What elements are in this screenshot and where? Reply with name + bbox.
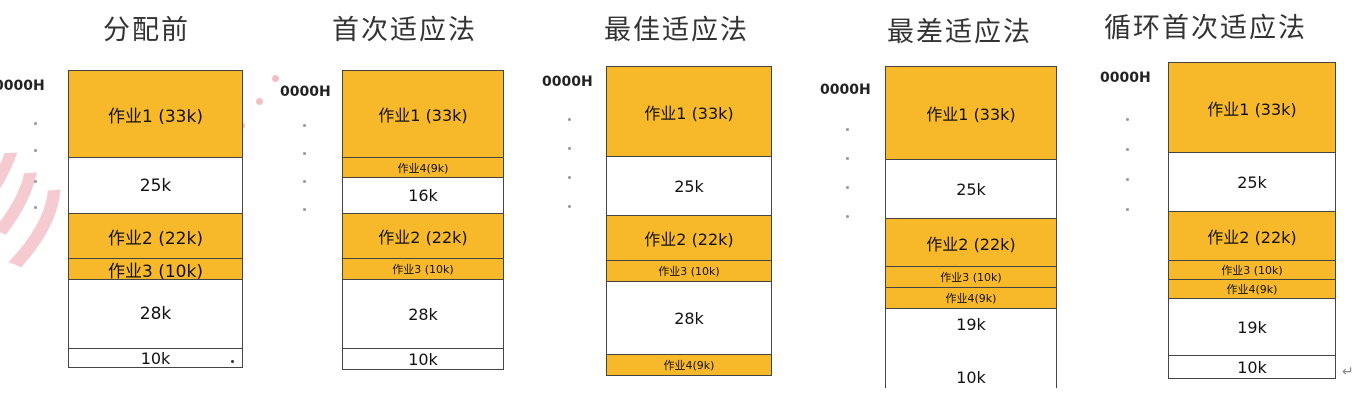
panel-next-fit: 循环首次适应法 0000H 作业1 (33k) 25k 作业2 (22k) 作业… [1090,0,1362,403]
memory-block-free: 28k [342,279,504,349]
memory-block-free: 25k [68,157,243,214]
memory-column: 作业1 (33k) 25k 作业2 (22k) 作业3 (10k) 28k 作业… [606,66,772,378]
memory-block-job: 作业2 (22k) [1168,211,1336,261]
panel-worst-fit: 最差适应法 0000H 作业1 (33k) 25k 作业2 (22k) 作业3 … [815,0,1075,403]
start-address-label: 0000H [280,84,331,100]
memory-block-job: 作业2 (22k) [68,213,243,259]
ellipsis-dot [1126,148,1129,151]
memory-block-free: 10k [885,366,1057,388]
memory-block-job: 作业2 (22k) [342,213,504,259]
memory-block-free: 10k [342,348,504,370]
ellipsis-dot [846,128,849,131]
memory-block-job: 作业3 (10k) [1168,260,1336,280]
memory-block-job: 作业4(9k) [342,157,504,178]
memory-block-job: 作业4(9k) [885,287,1057,309]
ellipsis-dot [1126,178,1129,181]
memory-block-job: 作业1 (33k) [885,66,1057,160]
panel-title: 首次适应法 [332,15,477,46]
memory-block-job: 作业1 (33k) [68,70,243,158]
memory-block-job: 作业2 (22k) [606,215,772,261]
memory-column: 作业1 (33k) 25k 作业2 (22k) 作业3 (10k) 作业4(9k… [1168,62,1336,380]
panel-title: 分配前 [103,15,190,46]
memory-block-free: 19k [1168,298,1336,356]
start-address-label: 0000H [0,78,45,94]
ellipsis-dot [303,180,306,183]
ellipsis-dot [34,206,37,209]
ellipsis-dot [1126,208,1129,211]
watermark-dot [272,75,279,82]
ellipsis-dot [568,118,571,121]
memory-block-job: 作业3 (10k) [342,258,504,280]
panel-before-allocation: 分配前 0000H 作业1 (33k) 25k 作业2 (22k) 作业3 (1… [0,0,260,403]
memory-block-free: 19k [885,308,1057,366]
memory-column: 作业1 (33k) 作业4(9k) 16k 作业2 (22k) 作业3 (10k… [342,70,504,372]
memory-block-job: 作业4(9k) [606,354,772,376]
ellipsis-dot [34,149,37,152]
panel-first-fit: 首次适应法 0000H 作业1 (33k) 作业4(9k) 16k 作业2 (2… [270,0,520,403]
memory-block-job: 作业1 (33k) [1168,62,1336,153]
memory-block-job: 作业3 (10k) [606,260,772,282]
start-address-label: 0000H [820,82,871,98]
return-arrow-icon: ↵ [1342,364,1354,380]
memory-block-free: 25k [885,159,1057,219]
memory-block-free: 16k [342,177,504,214]
ellipsis-dot [846,186,849,189]
ellipsis-dot [34,122,37,125]
memory-block-free: 25k [606,156,772,216]
ellipsis-dot [34,180,37,183]
ellipsis-dot [568,176,571,179]
panel-best-fit: 最佳适应法 0000H 作业1 (33k) 25k 作业2 (22k) 作业3 … [540,0,800,403]
watermark-dot [256,98,263,105]
memory-block-free: 25k [1168,152,1336,212]
panel-title: 最佳适应法 [604,15,749,46]
memory-column: 作业1 (33k) 25k 作业2 (22k) 作业3 (10k) 作业4(9k… [885,66,1057,368]
memory-column: 作业1 (33k) 25k 作业2 (22k) 作业3 (10k) 28k 10… [68,70,243,370]
memory-block-job: 作业4(9k) [1168,279,1336,299]
marker-dot [231,360,234,363]
ellipsis-dot [303,208,306,211]
panel-title: 循环首次适应法 [1104,13,1307,44]
memory-block-job: 作业1 (33k) [342,70,504,158]
memory-block-job: 作业3 (10k) [68,258,243,280]
memory-block-free: 28k [68,279,243,349]
ellipsis-dot [568,147,571,150]
memory-block-free: 28k [606,281,772,355]
ellipsis-dot [1126,118,1129,121]
ellipsis-dot [303,124,306,127]
ellipsis-dot [846,157,849,160]
start-address-label: 0000H [542,74,593,90]
ellipsis-dot [846,215,849,218]
ellipsis-dot [568,205,571,208]
memory-block-free: 10k [1168,355,1336,379]
memory-block-free: 10k [68,348,243,368]
memory-block-job: 作业2 (22k) [885,218,1057,267]
memory-block-job: 作业1 (33k) [606,66,772,157]
ellipsis-dot [303,152,306,155]
memory-block-job: 作业3 (10k) [885,266,1057,288]
panel-title: 最差适应法 [887,17,1032,48]
start-address-label: 0000H [1100,70,1151,86]
